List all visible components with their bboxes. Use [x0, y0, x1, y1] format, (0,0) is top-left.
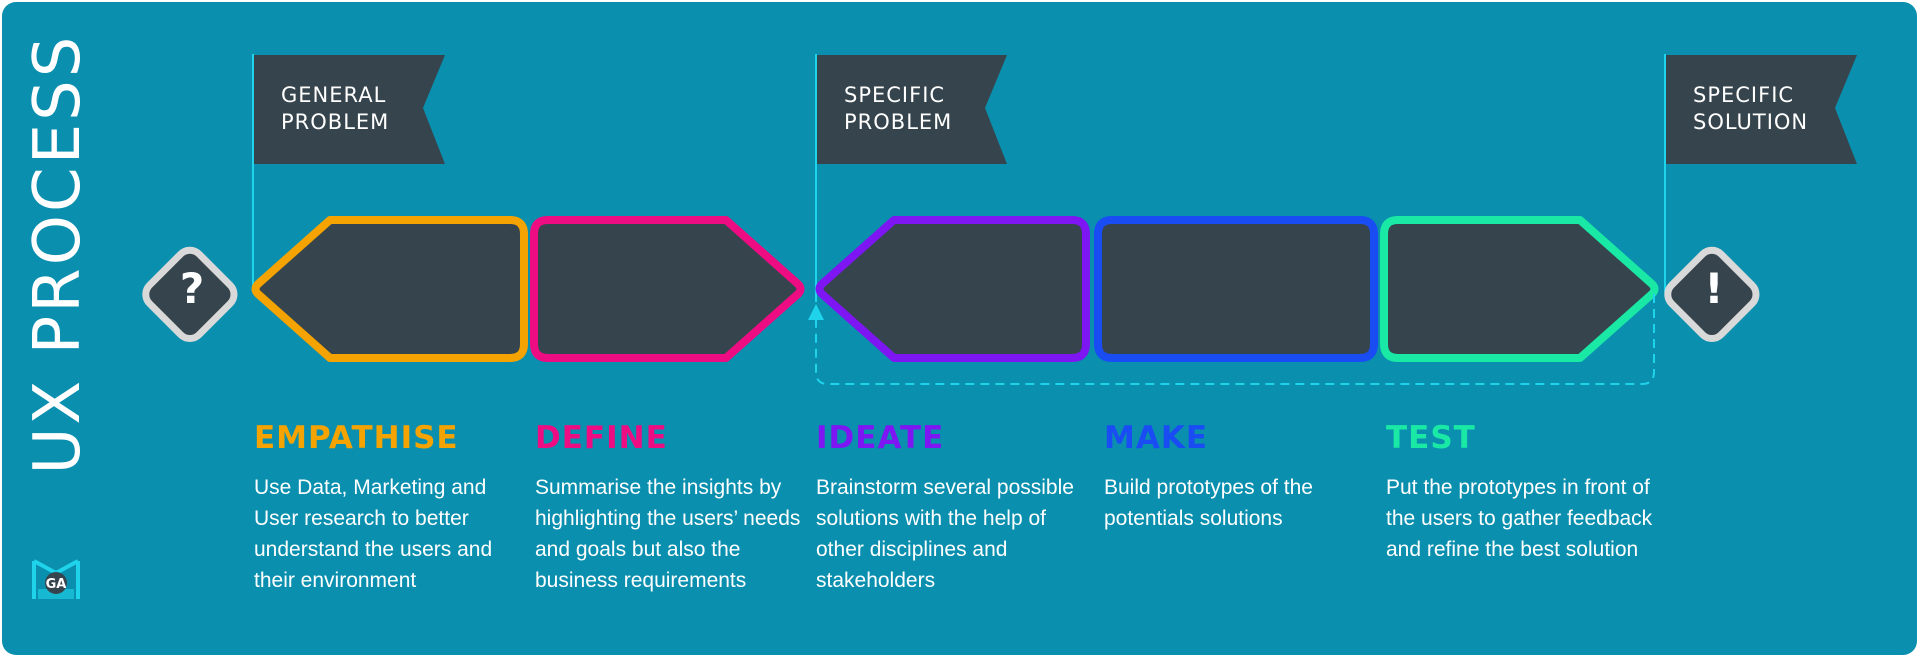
flag-specific-solution: [1666, 55, 1857, 164]
iteration-loop-arrowhead: [808, 304, 824, 320]
stage-shape-empathise: [251, 216, 528, 362]
stage-description-empathise: Use Data, Marketing and User research to…: [254, 476, 493, 592]
flag-label-general-problem: GENERAL PROBLEM: [281, 83, 390, 134]
question-icon: ?: [179, 264, 205, 313]
stage-description-make: Build prototypes of the potentials solut…: [1104, 476, 1313, 530]
stage-title-define: DEFINE: [535, 420, 668, 456]
stage-shape-define: [530, 216, 805, 362]
flag-label-specific-problem: SPECIFIC PROBLEM: [844, 83, 953, 134]
end-diamond: [1664, 246, 1760, 342]
flag-specific-problem: [817, 55, 1007, 164]
stage-shape-make: [1094, 216, 1378, 362]
stage-description-test: Put the prototypes in front of the users…: [1386, 476, 1653, 561]
flag-label-specific-solution: SPECIFIC SOLUTION: [1693, 83, 1809, 134]
ga-logo: GA: [32, 559, 80, 599]
stage-shape-ideate: [815, 216, 1090, 362]
stage-title-empathise: EMPATHISE: [254, 420, 459, 456]
ga-logo-text: GA: [46, 577, 67, 592]
stage-description-ideate: Brainstorm several possible solutions wi…: [816, 476, 1074, 592]
stage-title-test: TEST: [1386, 420, 1476, 456]
stage-title-ideate: IDEATE: [816, 420, 945, 456]
end-diamond-shape: [1664, 246, 1760, 342]
start-diamond: [142, 246, 238, 342]
exclamation-icon: !: [1704, 264, 1724, 313]
iteration-loop-line: [815, 294, 1655, 385]
stage-description-define: Summarise the insights by highlighting t…: [535, 476, 801, 592]
stage-title-make: MAKE: [1104, 420, 1209, 456]
stage-shape-test: [1380, 216, 1659, 362]
flag-general-problem: [254, 55, 445, 164]
start-diamond-shape: [142, 246, 238, 342]
